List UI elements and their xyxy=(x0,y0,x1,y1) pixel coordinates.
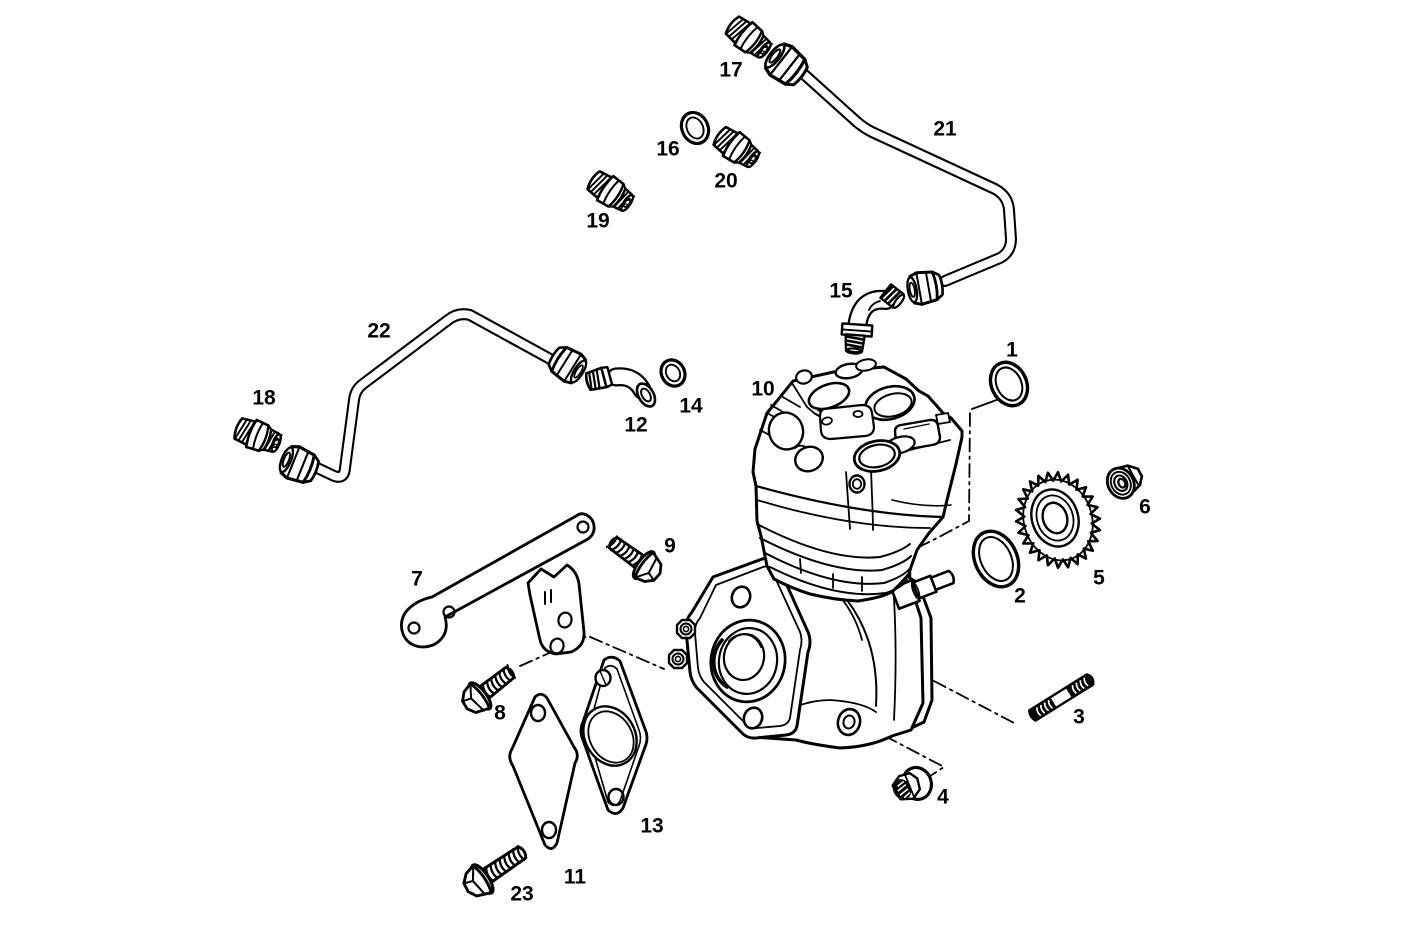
svg-text:21: 21 xyxy=(933,118,957,141)
svg-text:17: 17 xyxy=(719,59,742,82)
svg-text:4: 4 xyxy=(937,786,949,809)
svg-text:6: 6 xyxy=(1139,496,1151,519)
svg-text:18: 18 xyxy=(252,387,276,410)
svg-text:14: 14 xyxy=(679,395,703,418)
svg-text:1: 1 xyxy=(1006,339,1018,362)
svg-text:23: 23 xyxy=(510,883,533,906)
svg-text:8: 8 xyxy=(494,702,506,725)
svg-text:12: 12 xyxy=(624,414,647,437)
svg-text:20: 20 xyxy=(714,170,737,193)
svg-text:7: 7 xyxy=(411,568,423,591)
svg-text:11: 11 xyxy=(564,866,587,889)
svg-text:3: 3 xyxy=(1073,706,1085,729)
svg-text:2: 2 xyxy=(1014,585,1026,608)
svg-text:22: 22 xyxy=(367,320,390,343)
svg-text:13: 13 xyxy=(640,815,663,838)
svg-text:10: 10 xyxy=(751,378,774,401)
svg-text:19: 19 xyxy=(586,210,609,233)
svg-text:9: 9 xyxy=(664,535,676,558)
svg-text:15: 15 xyxy=(829,280,853,303)
svg-text:5: 5 xyxy=(1093,567,1105,590)
svg-text:16: 16 xyxy=(656,138,679,161)
